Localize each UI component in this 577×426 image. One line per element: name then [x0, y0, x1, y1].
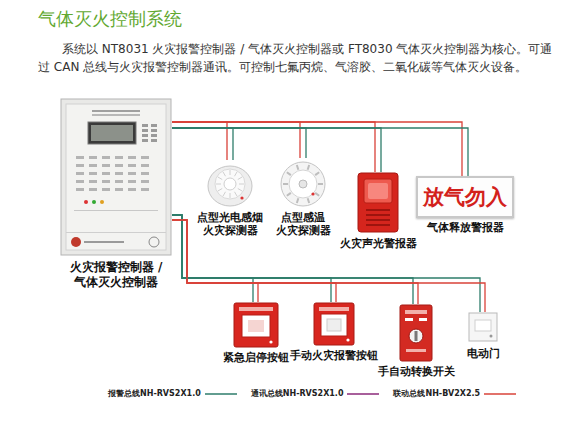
panel-icon — [60, 98, 172, 256]
device-label: 手动火灾报警按钮 — [288, 349, 380, 362]
device-label: 手自动转换开关 — [374, 365, 458, 378]
bus-wire — [172, 122, 375, 172]
device-label: 点型感温 火灾探测器 — [270, 211, 336, 237]
legend-text: 通讯总线NH-RVS2X1.0 — [251, 388, 344, 399]
bus-wire — [172, 128, 381, 172]
bus-wire — [172, 128, 468, 176]
call-icon — [288, 302, 380, 346]
heat-icon — [270, 158, 336, 208]
legend-line — [347, 393, 379, 395]
switch-icon — [374, 304, 458, 362]
legend-line — [484, 393, 516, 395]
manual-call-point: 手动火灾报警按钮 — [288, 302, 380, 362]
bus-connector — [172, 122, 468, 176]
warning-sign-box: 放气勿入 — [416, 176, 514, 218]
estop-icon — [218, 302, 294, 348]
legend-line-sample — [205, 391, 237, 397]
device-label: 电动门 — [458, 347, 508, 360]
emergency-stop-button: 紧急启停按钮 — [218, 302, 294, 364]
sounder-icon — [336, 172, 420, 234]
legend-line-sample — [347, 391, 379, 397]
device-label: 火灾声光警报器 — [336, 237, 420, 250]
smoke-icon — [190, 160, 270, 208]
bus-connector — [172, 122, 381, 172]
gas-release-sign: 放气勿入气体释放警报器 — [414, 176, 516, 234]
door-icon — [458, 312, 508, 344]
bus-wire — [172, 128, 306, 158]
legend-text: 联动总线NH-BV2X2.5 — [393, 388, 480, 399]
legend-line-sample — [484, 391, 516, 397]
heat-detector: 点型感温 火灾探测器 — [270, 158, 336, 237]
legend-text: 报警总线NH-RVS2X1.0 — [108, 388, 201, 399]
device-label: 火灾报警控制器 /气体灭火控制器 — [60, 260, 172, 290]
controller-panel: 火灾报警控制器 /气体灭火控制器 — [60, 98, 172, 290]
device-label: 紧急启停按钮 — [218, 351, 294, 364]
intro-paragraph: 系统以 NT8031 火灾报警控制器 / 气体灭火控制器或 FT8030 气体灭… — [38, 40, 564, 76]
bus-wire — [172, 128, 233, 160]
sign-text: 放气勿入 — [423, 185, 507, 209]
legend-line — [205, 393, 237, 395]
device-label: 点型光电感烟 火灾探测器 — [190, 211, 270, 237]
smoke-detector: 点型光电感烟 火灾探测器 — [190, 160, 270, 237]
electric-door: 电动门 — [458, 312, 508, 360]
sound-light-alarm: 火灾声光警报器 — [336, 172, 420, 250]
diagram-title: 气体灭火控制系统 — [38, 8, 182, 30]
device-label: 气体释放警报器 — [414, 221, 516, 234]
auto-manual-switch: 手自动转换开关 — [374, 304, 458, 378]
